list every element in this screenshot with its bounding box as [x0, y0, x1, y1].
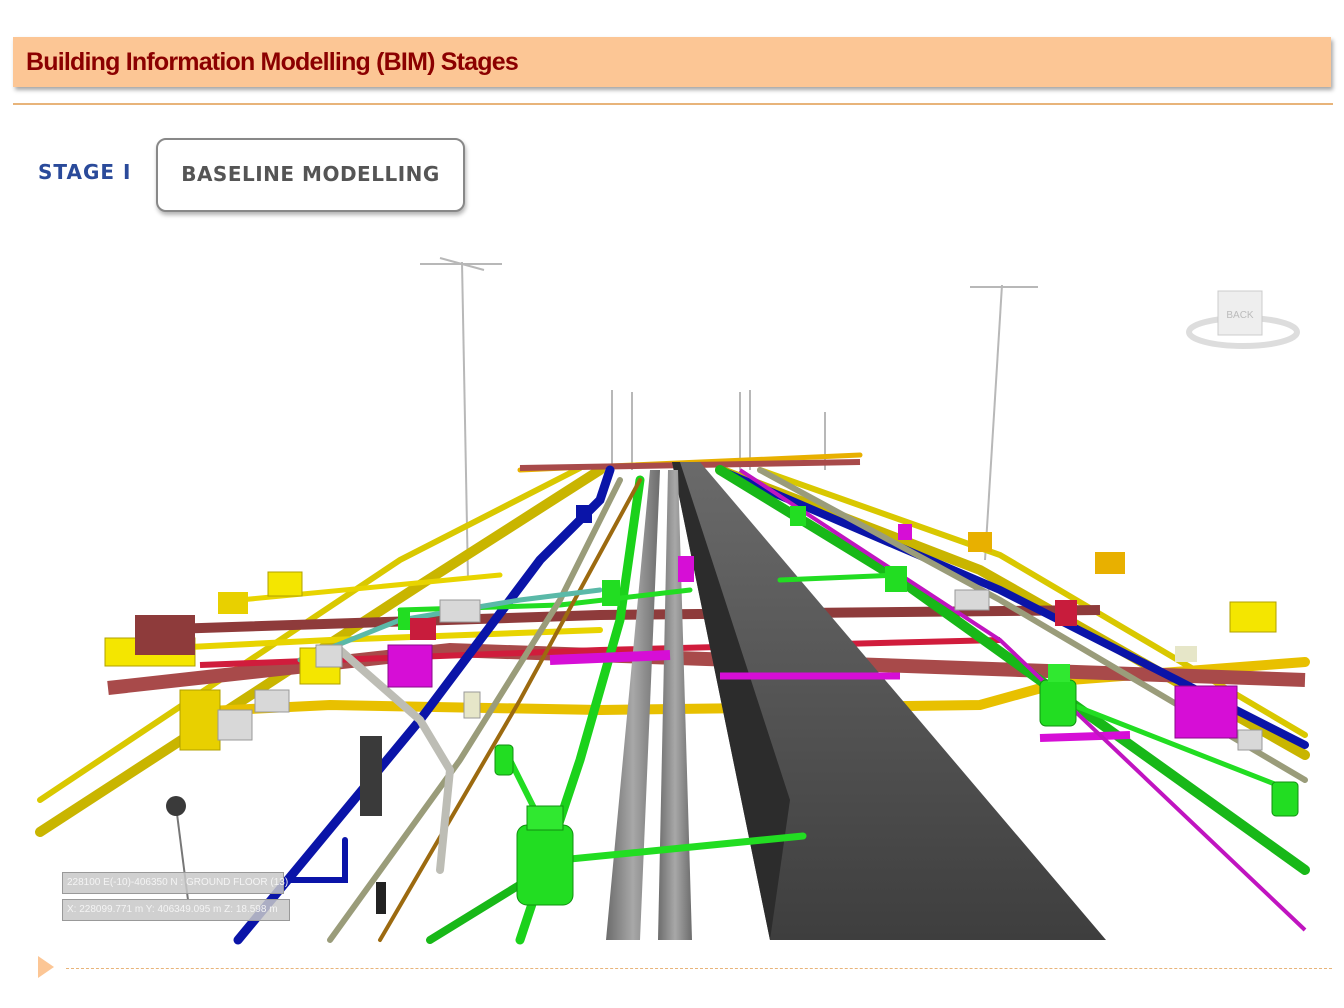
title-bar: Building Information Modelling (BIM) Sta… [13, 37, 1331, 87]
view-cube-label: BACK [1226, 310, 1254, 321]
bim-3d-viewport[interactable]: BACK [35, 250, 1310, 945]
utility-chambers [104, 505, 1277, 816]
status-readout-coordinates: X: 228099.771 m Y: 406349.095 m Z: 18.59… [62, 899, 290, 921]
view-cube-icon[interactable]: BACK [1186, 290, 1300, 349]
footer-divider [66, 968, 1332, 969]
stage-name-box: BASELINE MODELLING [156, 138, 465, 212]
stage-label: STAGE I [38, 160, 132, 184]
status-readout-grid: 228100 E(-10)-406350 N : GROUND FLOOR (1… [62, 872, 288, 894]
road-edge [672, 462, 790, 940]
page-title: Building Information Modelling (BIM) Sta… [26, 48, 519, 76]
footer-arrow-icon [38, 956, 54, 978]
stage-name: BASELINE MODELLING [181, 162, 440, 186]
header-divider [13, 103, 1333, 105]
magenta-pipes [549, 468, 1307, 932]
green-valves [398, 506, 1299, 906]
grey-pipes [606, 470, 692, 940]
